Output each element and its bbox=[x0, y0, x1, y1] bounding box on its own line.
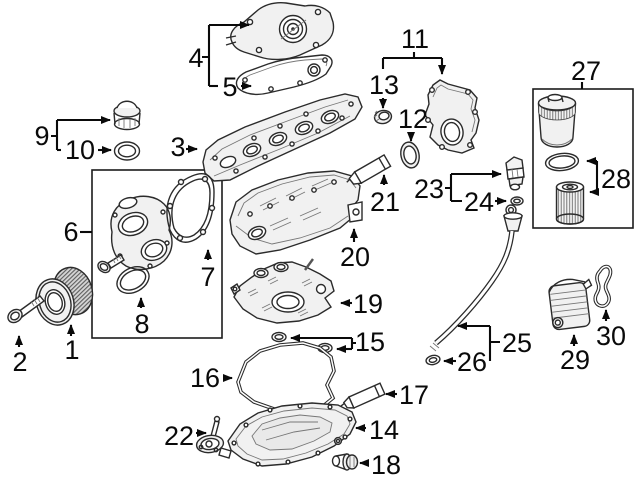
part-cylinder-head-lower-section bbox=[229, 170, 363, 255]
callout-21: 21 bbox=[370, 174, 400, 217]
callout-23: 23 bbox=[414, 170, 502, 204]
callout-16-number: 16 bbox=[190, 363, 220, 393]
callout-25: 25 bbox=[457, 322, 532, 361]
callout-19-number: 19 bbox=[353, 289, 383, 319]
callout-11: 11 bbox=[381, 24, 446, 75]
callout-6: 6 bbox=[63, 217, 92, 247]
part-front-chain-cover bbox=[110, 195, 173, 271]
part-oil-level-sensor bbox=[195, 415, 232, 459]
callout-10-number: 10 bbox=[65, 135, 95, 165]
part-upper-oil-pan bbox=[230, 258, 335, 324]
callout-7: 7 bbox=[200, 249, 216, 292]
callout-9-number: 9 bbox=[34, 121, 49, 151]
callout-29-number: 29 bbox=[560, 345, 590, 375]
part-dipstick-tube bbox=[429, 204, 523, 352]
part-oil-filter-oring bbox=[544, 152, 580, 172]
part-oil-separator bbox=[225, 2, 335, 61]
callout-7-number: 7 bbox=[200, 262, 215, 292]
callout-1: 1 bbox=[64, 324, 80, 365]
part-sealant-tube-lower bbox=[340, 382, 386, 409]
part-oil-cooler bbox=[548, 278, 593, 331]
callout-19: 19 bbox=[340, 289, 383, 319]
part-sealing-plug bbox=[373, 109, 393, 125]
callout-3-number: 3 bbox=[170, 132, 185, 162]
part-chain-cover-oring bbox=[116, 266, 150, 294]
part-pressure-switch-seal bbox=[510, 196, 524, 206]
part-oil-pressure-switch bbox=[505, 156, 525, 191]
callout-23-number: 23 bbox=[414, 174, 444, 204]
part-chain-cover-gasket bbox=[166, 173, 216, 243]
callout-28-number: 28 bbox=[601, 164, 631, 194]
part-cover-bolt bbox=[97, 254, 125, 274]
callout-20: 20 bbox=[340, 228, 370, 272]
part-dipstick-tube-seal bbox=[425, 354, 441, 366]
part-crankshaft-seal bbox=[400, 141, 420, 169]
callout-3: 3 bbox=[170, 132, 198, 162]
callout-17-number: 17 bbox=[399, 380, 429, 410]
callout-22-number: 22 bbox=[164, 421, 194, 451]
part-oil-pan-gasket bbox=[236, 341, 336, 413]
callout-24: 24 bbox=[464, 187, 507, 217]
callout-29: 29 bbox=[560, 334, 590, 375]
callout-14: 14 bbox=[355, 415, 399, 445]
callout-24-number: 24 bbox=[464, 187, 494, 217]
callout-28: 28 bbox=[586, 157, 631, 196]
callout-26: 26 bbox=[443, 347, 487, 377]
part-oil-filter-cap bbox=[537, 93, 577, 148]
callout-21-number: 21 bbox=[370, 187, 400, 217]
part-valve-cover bbox=[202, 93, 363, 182]
callout-8: 8 bbox=[134, 297, 150, 339]
callout-20-number: 20 bbox=[340, 242, 370, 272]
callout-26-number: 26 bbox=[457, 347, 487, 377]
part-pulley-bolt bbox=[7, 295, 46, 324]
part-oil-filler-cap bbox=[113, 100, 141, 131]
callout-27: 27 bbox=[571, 56, 601, 89]
part-lower-oil-pan bbox=[227, 402, 357, 467]
callout-1-number: 1 bbox=[64, 335, 79, 365]
part-crankshaft-pulley bbox=[35, 266, 94, 326]
callout-12-number: 12 bbox=[398, 104, 428, 134]
callout-18-number: 18 bbox=[371, 450, 401, 480]
part-drain-plug bbox=[331, 453, 359, 471]
callout-11-number: 11 bbox=[401, 24, 429, 54]
callout-15-number: 15 bbox=[355, 327, 385, 357]
callout-27-number: 27 bbox=[571, 56, 601, 86]
callout-13: 13 bbox=[369, 70, 399, 109]
callout-15: 15 bbox=[290, 327, 385, 357]
callout-5-number: 5 bbox=[222, 72, 237, 102]
callout-8-number: 8 bbox=[134, 309, 149, 339]
callout-30: 30 bbox=[596, 309, 626, 351]
part-timing-cover bbox=[424, 79, 480, 154]
callout-4-number: 4 bbox=[188, 43, 203, 73]
callout-16: 16 bbox=[190, 363, 233, 393]
callout-22: 22 bbox=[164, 421, 207, 451]
callout-5: 5 bbox=[209, 72, 252, 102]
callout-12: 12 bbox=[398, 104, 428, 142]
part-sealant-tube-upper bbox=[346, 153, 392, 185]
part-separator-gasket bbox=[235, 54, 333, 96]
callout-13-number: 13 bbox=[369, 70, 399, 100]
callout-17: 17 bbox=[385, 380, 429, 410]
callout-2: 2 bbox=[12, 335, 28, 377]
part-oil-filter-element bbox=[555, 181, 585, 225]
callout-9: 9 bbox=[34, 116, 111, 152]
callout-2-number: 2 bbox=[12, 347, 27, 377]
part-filler-cap-seal bbox=[113, 141, 141, 161]
callout-25-number: 25 bbox=[502, 328, 532, 358]
callout-18: 18 bbox=[359, 450, 401, 480]
callout-10: 10 bbox=[65, 135, 112, 165]
callout-4: 4 bbox=[188, 21, 250, 86]
part-oil-cooler-gasket bbox=[593, 264, 613, 308]
callout-6-number: 6 bbox=[63, 217, 78, 247]
callout-14-number: 14 bbox=[369, 415, 399, 445]
callout-30-number: 30 bbox=[596, 321, 626, 351]
